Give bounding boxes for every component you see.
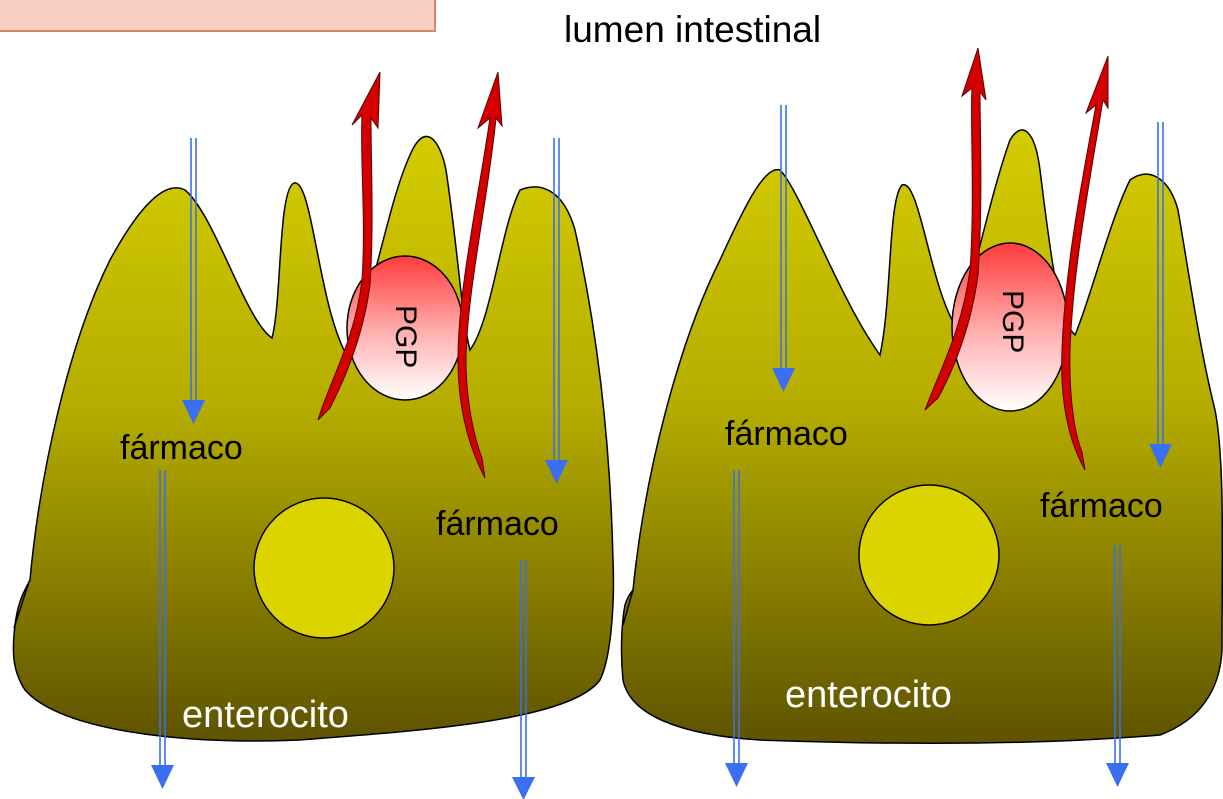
drug-label-left-2: fármaco <box>436 505 559 543</box>
right-enterocyte <box>622 130 1223 743</box>
drug-label-right-2: fármaco <box>1040 487 1163 525</box>
right-cell-body <box>622 130 1223 743</box>
cell-label-left: enterocito <box>182 694 349 736</box>
drug-label-left-1: fármaco <box>120 429 243 467</box>
pgp-label-right: PGP <box>996 290 1029 353</box>
right-nucleus <box>859 485 999 625</box>
pgp-label-left: PGP <box>389 305 422 368</box>
lumen-label: lumen intestinal <box>564 9 821 50</box>
drug-label-right-1: fármaco <box>725 415 848 453</box>
left-nucleus <box>254 498 394 638</box>
left-cell-body <box>13 136 613 740</box>
left-enterocyte <box>13 136 613 740</box>
cell-label-right: enterocito <box>785 674 952 716</box>
